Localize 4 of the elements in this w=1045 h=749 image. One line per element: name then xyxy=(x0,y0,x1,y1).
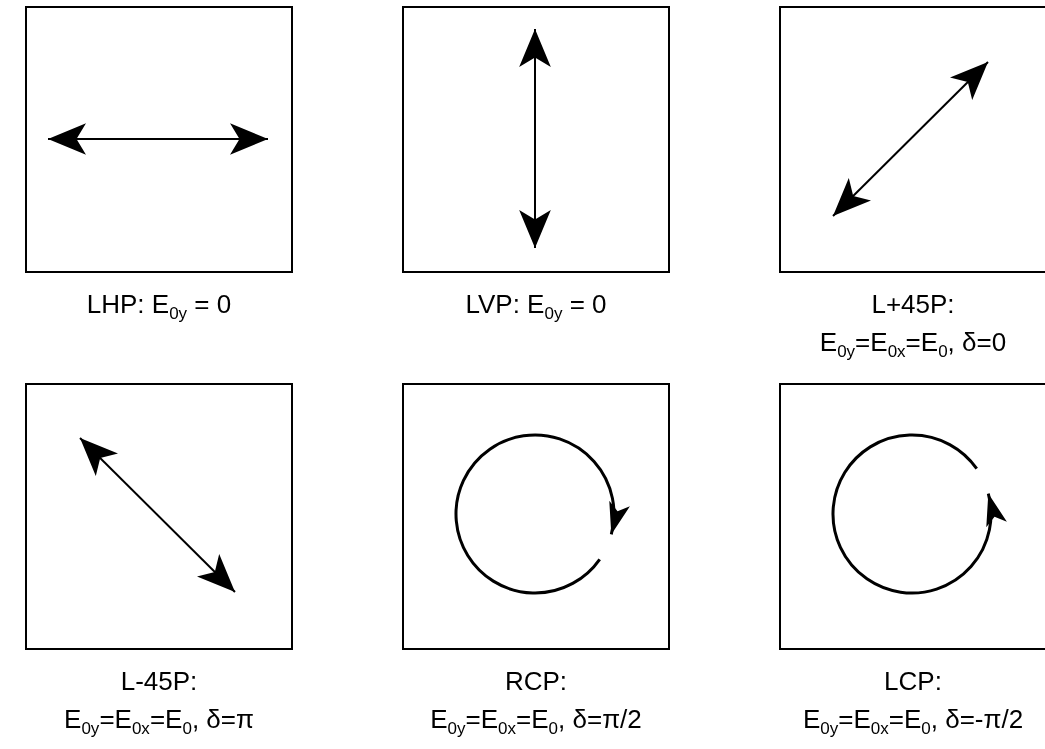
polarization-name: L+45P: xyxy=(871,289,955,319)
polarization-name: RCP: xyxy=(504,666,568,696)
polarization-name: LCP: xyxy=(884,666,942,696)
polarization-name: L-45P: xyxy=(120,666,198,696)
